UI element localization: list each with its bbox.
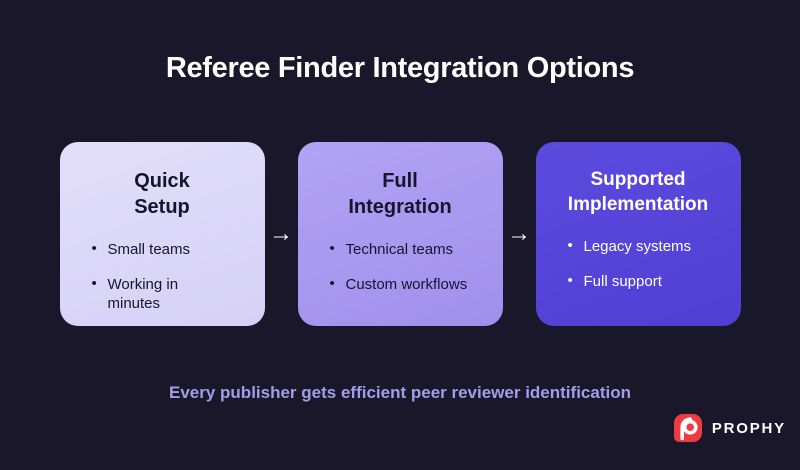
bullet-item: Technical teams	[330, 239, 472, 260]
bullet-item: Small teams	[92, 239, 234, 260]
card-heading: Full Integration	[348, 170, 452, 218]
card-quick-setup: Quick Setup Small teams Working in minut…	[59, 142, 265, 326]
prophy-logo-icon	[673, 414, 702, 442]
footer-tagline: Every publisher gets efficient peer revi…	[169, 383, 631, 402]
bullet-list: Technical teams Custom workflows	[316, 239, 485, 295]
prophy-logo-text: PROPHY	[711, 420, 786, 437]
bullet-item: Working in minutes	[92, 274, 234, 314]
bullet-item: Legacy systems	[568, 236, 710, 257]
bullet-list: Small teams Working in minutes	[78, 239, 247, 314]
card-heading: Quick Setup	[134, 170, 190, 218]
card-supported-implementation: Supported Implementation Legacy systems …	[535, 142, 741, 326]
arrow-right-icon: →	[507, 220, 531, 247]
prophy-logo: PROPHY	[673, 414, 786, 443]
arrow-right-icon: →	[269, 220, 293, 247]
bullet-item: Custom workflows	[330, 274, 472, 295]
page-title: Referee Finder Integration Options	[165, 52, 635, 84]
cards-row: Quick Setup Small teams Working in minut…	[0, 142, 800, 326]
card-full-integration: Full Integration Technical teams Custom …	[297, 142, 503, 326]
bullet-item: Full support	[568, 271, 710, 292]
bullet-list: Legacy systems Full support	[554, 236, 723, 292]
card-heading: Supported Implementation	[567, 169, 709, 215]
